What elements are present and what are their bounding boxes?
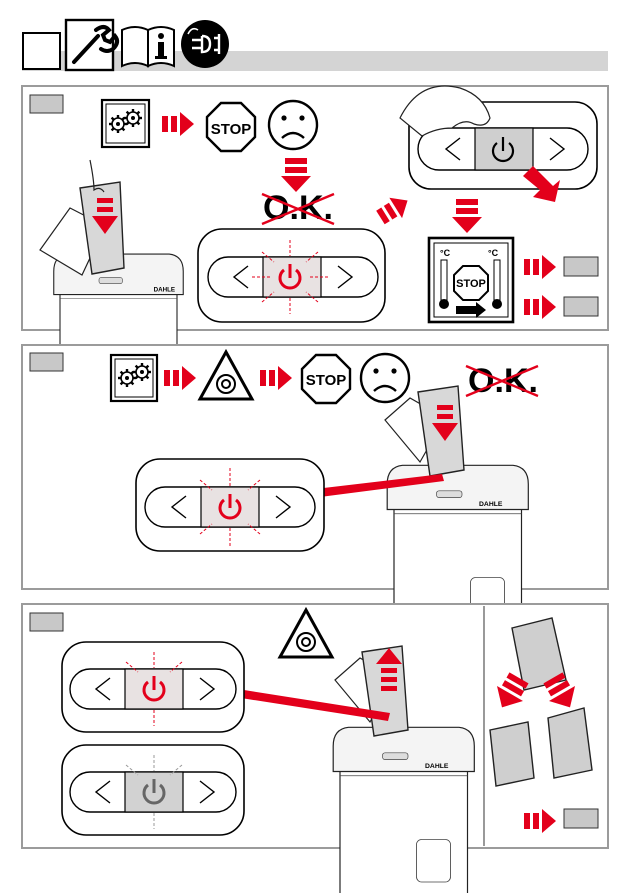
svg-text:DAHLE: DAHLE xyxy=(425,763,449,770)
overheat-icon: °C °C STOP xyxy=(429,238,513,322)
step-box xyxy=(30,353,63,371)
svg-text:DAHLE: DAHLE xyxy=(479,501,503,508)
stop-sign-icon: STOP xyxy=(207,103,255,151)
control-panel-flashing xyxy=(198,229,385,322)
ok-crossed-label: O.K. xyxy=(466,362,538,400)
wrench-icon xyxy=(66,20,117,70)
control-panel-flashing xyxy=(136,459,324,551)
step-box xyxy=(30,95,63,113)
info-book-icon xyxy=(122,27,174,66)
svg-text:STOP: STOP xyxy=(306,372,347,389)
stop-sign-label: STOP xyxy=(211,121,252,138)
page-step-box xyxy=(23,33,60,69)
control-panel-press xyxy=(400,86,597,202)
svg-text:°C: °C xyxy=(440,248,451,258)
gears-icon xyxy=(102,100,149,147)
sad-face-icon xyxy=(269,101,317,149)
control-panel-flashing xyxy=(62,642,244,732)
ok-crossed-label: O.K. xyxy=(262,189,334,227)
panel-3: DAHLE xyxy=(22,604,608,893)
svg-text:°C: °C xyxy=(488,248,499,258)
shredder-illustration: DAHLE xyxy=(333,727,474,893)
control-panel-grey xyxy=(62,745,244,835)
sad-face-icon xyxy=(361,354,409,402)
gears-icon xyxy=(111,355,157,401)
step-box xyxy=(564,297,598,316)
stop-sign-icon: STOP xyxy=(302,355,350,403)
svg-text:DAHLE: DAHLE xyxy=(154,286,175,293)
step-box xyxy=(564,257,598,276)
panel-2: STOP O.K. DAHLE xyxy=(22,345,608,646)
svg-text:STOP: STOP xyxy=(456,278,486,290)
step-box xyxy=(564,809,598,828)
unplug-icon xyxy=(181,20,229,68)
step-box xyxy=(30,613,63,631)
header-bar xyxy=(22,20,608,71)
